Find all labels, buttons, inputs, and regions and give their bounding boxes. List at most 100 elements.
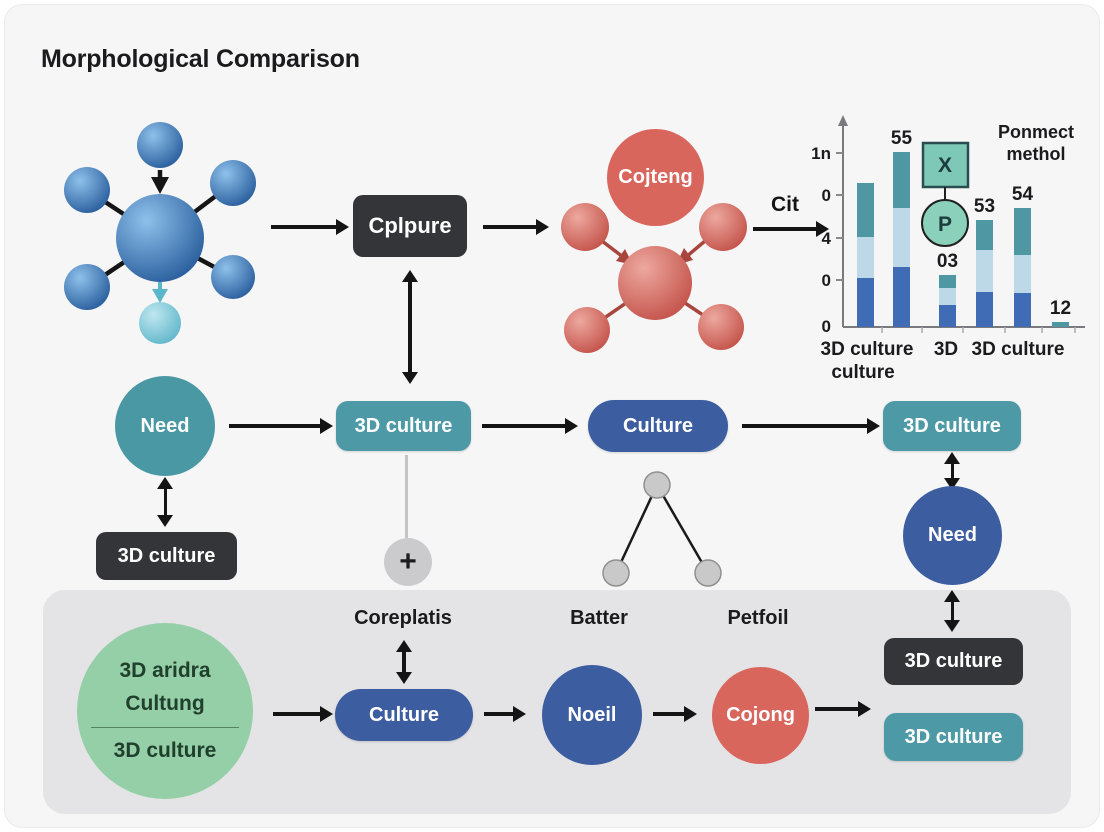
annotation-square <box>921 141 970 189</box>
noeil-circle: Noeil <box>542 665 642 765</box>
bar-segment-middle-segment <box>976 250 993 292</box>
red-sphere <box>698 304 744 350</box>
dark-3dculture-bottom-label: 3D culture <box>904 650 1003 672</box>
blue-sphere <box>64 264 110 310</box>
divider <box>91 727 239 728</box>
arrow-cit-to-chart <box>753 227 817 231</box>
double-arrow-cplpure-3dculture <box>408 281 412 373</box>
red-sphere <box>564 307 610 353</box>
arrow-cojong-to-3dculture <box>815 707 859 711</box>
annotation-square-label: X <box>938 154 952 177</box>
green-line2: Cultung <box>125 692 205 715</box>
annotation-circle-label: P <box>938 213 952 236</box>
bar-segment-top-segment <box>1014 208 1031 255</box>
panel-label-coreplatis: Coreplatis <box>354 607 452 629</box>
legend-line1: Ponmect <box>998 122 1074 142</box>
double-arrow-need-to-panel <box>950 601 954 621</box>
need-circle: Need <box>115 376 215 476</box>
panel-label-batter: Batter <box>570 607 628 629</box>
bar-segment-top-segment <box>939 275 956 288</box>
y-tick-label: 1n <box>811 144 831 163</box>
cplpure-box: Cplpure <box>353 195 467 257</box>
plus-badge: + <box>384 538 432 586</box>
arrow-culture-to-noeil <box>484 712 514 716</box>
x-axis-label: culture <box>831 362 894 383</box>
blue-sphere <box>137 122 183 168</box>
double-arrow-3dculture-need-right <box>950 463 954 479</box>
green-line3: 3D culture <box>113 739 217 762</box>
y-axis-arrow-icon <box>838 115 848 126</box>
teal-3dculture-box-bottom: 3D culture <box>884 713 1023 761</box>
x-axis-label: 3D <box>934 339 958 360</box>
bar-segment-bottom-segment <box>857 278 874 327</box>
y-tick-label: 0 <box>822 271 831 290</box>
bar-segment-top-segment <box>893 152 910 208</box>
blue-molecule-diagram <box>64 122 256 344</box>
x-axis-label: 3D culture <box>821 339 914 360</box>
double-arrow-coreplatis-culture <box>402 651 406 673</box>
need-label: Need <box>140 414 190 437</box>
x-ticks <box>881 327 1076 333</box>
x-axis-label: 3D culture <box>972 339 1065 360</box>
dark-3dculture-label: 3D culture <box>117 544 216 567</box>
bar-value-label: 03 <box>937 251 958 272</box>
culture-pill-bottom: Culture <box>335 689 473 741</box>
panel-label-petfoil: Petfoil <box>727 607 789 629</box>
tree-edge <box>614 484 659 574</box>
blue-sphere <box>210 160 256 206</box>
cojteng-circle: Cojteng <box>607 129 704 226</box>
light-teal-sphere <box>139 302 181 344</box>
bar-segment-middle-segment <box>1014 255 1031 293</box>
teal-arrow-icon <box>152 289 168 303</box>
tree-edge <box>655 484 710 574</box>
culture-3d-box: 3D culture <box>336 401 471 451</box>
plus-icon: + <box>399 545 417 578</box>
cit-label: Cit <box>771 193 799 216</box>
arrow-need-to-3dculture <box>229 424 321 428</box>
tree-node <box>602 559 630 587</box>
y-tick-label: 4 <box>822 229 832 248</box>
page-title: Morphological Comparison <box>41 45 360 73</box>
green-summary-circle: 3D aridra Cultung 3D culture <box>77 623 253 799</box>
culture-3d-right-label: 3D culture <box>903 414 1001 437</box>
legend-line2: methol <box>1006 144 1065 164</box>
red-sphere <box>699 203 747 251</box>
y-tick-label: 0 <box>822 186 831 205</box>
down-arrow-icon <box>151 177 169 194</box>
arrow-culture-to-3dculture-right <box>742 424 868 428</box>
bar-segment-middle-segment <box>939 288 956 305</box>
arrow-molecule-to-cplpure <box>271 225 337 229</box>
cojteng-label: Cojteng <box>618 166 693 188</box>
bar-value-label: 54 <box>1012 184 1034 205</box>
noeil-label: Noeil <box>567 703 617 726</box>
y-tick-label: 0 <box>822 317 831 336</box>
arrow-noeil-to-cojong <box>653 712 685 716</box>
bar-segment-middle-segment <box>857 237 874 278</box>
dark-3dculture-box-bottom: 3D culture <box>884 638 1023 685</box>
double-arrow-need-darkbox <box>163 488 167 516</box>
cojong-circle: Cojong <box>712 667 809 764</box>
culture-pill: Culture <box>588 400 728 452</box>
culture-3d-box-right: 3D culture <box>883 401 1021 451</box>
culture-label: Culture <box>623 414 693 437</box>
bar-segment-top-segment <box>857 183 874 237</box>
cplpure-label: Cplpure <box>368 213 452 238</box>
bar-segment-bottom-segment <box>939 305 956 327</box>
connector-line <box>405 455 408 538</box>
red-sphere-center <box>618 246 692 320</box>
cojong-label: Cojong <box>726 704 795 726</box>
green-line1: 3D aridra <box>119 659 211 682</box>
arrow-3dculture-to-culture <box>482 424 566 428</box>
tree-diagram <box>602 471 722 587</box>
culture-bottom-label: Culture <box>369 703 439 726</box>
bar-segment-bottom-segment <box>1014 293 1031 327</box>
arrow-green-to-culture <box>273 712 321 716</box>
culture-3d-label: 3D culture <box>354 414 453 437</box>
dark-3dculture-box: 3D culture <box>96 532 237 580</box>
tree-node <box>694 559 722 587</box>
arrow-cplpure-to-red <box>483 225 537 229</box>
red-sphere <box>561 203 609 251</box>
annotation-circle <box>921 199 969 247</box>
bar-segment-top-segment <box>976 220 993 250</box>
